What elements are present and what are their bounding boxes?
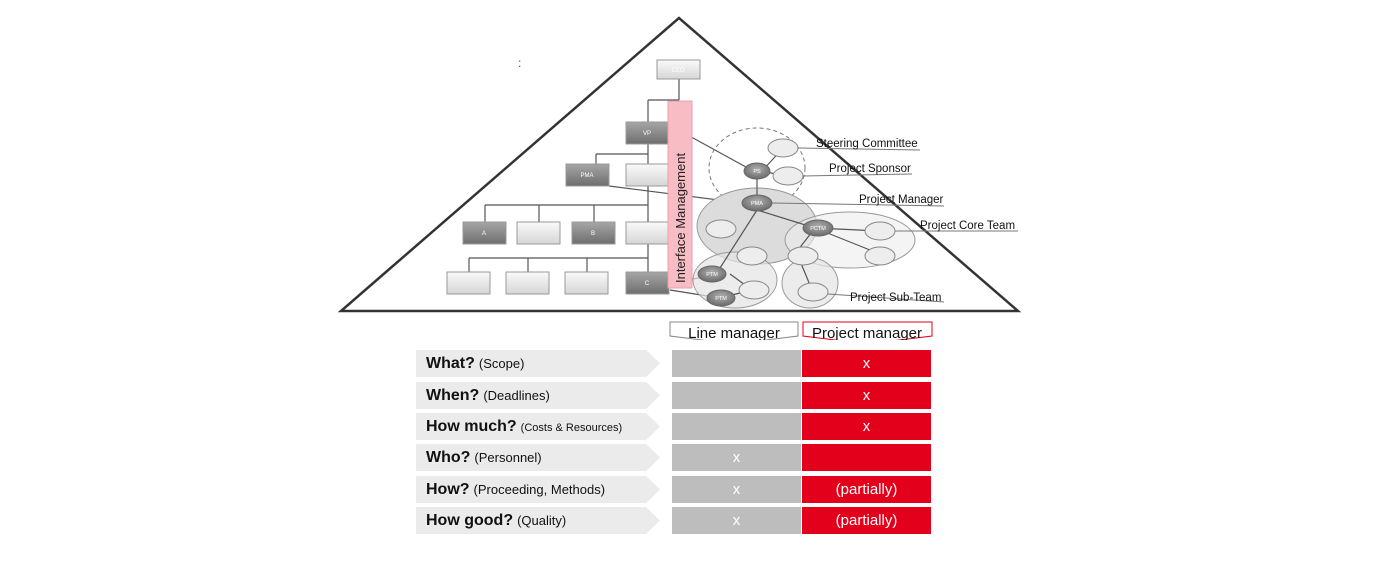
steering-member-2: [772, 166, 804, 186]
project-core-team-label: Project Core Team: [920, 220, 1015, 232]
line-manager-cell: x: [672, 476, 801, 503]
unit-box-1: [446, 271, 491, 295]
a-label: A: [482, 231, 486, 237]
question-label: What?(Scope): [416, 350, 660, 377]
pma-line-box: [565, 163, 610, 187]
staff-box: [625, 163, 670, 187]
interface-management-label: Interface Management: [673, 153, 688, 283]
question-detail: (Costs & Resources): [520, 422, 623, 434]
line-manager-header: Line manager: [688, 325, 780, 340]
core-member-3: [787, 246, 819, 266]
line-manager-cell: [672, 413, 801, 440]
dept-box-4: [625, 221, 670, 245]
steering-committee-label: Steering Committee: [816, 138, 918, 150]
line-manager-cell: [672, 382, 801, 409]
steering-committee-circle: [708, 127, 806, 209]
question-label: How good?(Quality): [416, 507, 660, 534]
project-manager-cell: (partially): [802, 507, 931, 534]
pma-project-label: PMA: [751, 201, 763, 207]
line-manager-header-shape: [669, 321, 799, 340]
project-manager-cell: [802, 444, 931, 471]
project-manager-header-shape: [802, 321, 933, 340]
ptm-label-1: PTM: [706, 272, 718, 278]
unit-box-3: [564, 271, 609, 295]
unit-box-2: [505, 271, 550, 295]
project-manager-cell: x: [802, 413, 931, 440]
line-manager-cell: x: [672, 507, 801, 534]
project-manager-cell: (partially): [802, 476, 931, 503]
core-team-member-2: [864, 246, 896, 266]
question-detail: (Quality): [517, 513, 567, 528]
question-main: How?: [426, 481, 470, 498]
pctm-node: [802, 219, 834, 237]
project-sub-team-label: Project Sub-Team: [850, 292, 941, 304]
question-main: How much?: [426, 418, 517, 435]
ptm-label-2: PTM: [715, 296, 727, 302]
core-member-2: [736, 246, 768, 266]
ptm-node-2: [706, 289, 736, 307]
b-box: [571, 221, 616, 245]
project-manager-cell: x: [802, 382, 931, 409]
question-detail: (Deadlines): [483, 388, 550, 403]
project-manager-cell: x: [802, 350, 931, 377]
b-label: B: [591, 231, 595, 237]
project-manager-label: Project Manager: [859, 194, 944, 206]
sub-team-member-1: [738, 280, 770, 300]
question-label: Who?(Personnel): [416, 444, 660, 471]
question-main: What?: [426, 355, 475, 372]
dept-box-2: [516, 221, 561, 245]
question-main: When?: [426, 387, 480, 404]
line-manager-cell: x: [672, 444, 801, 471]
sub-team-member-2: [797, 282, 829, 302]
question-detail: (Scope): [478, 356, 525, 371]
ceo-box: [656, 59, 701, 80]
vp-label: VP: [643, 131, 651, 137]
pma-line-label: PMA: [580, 173, 593, 179]
project-sponsor-label: Project Sponsor: [829, 163, 911, 175]
question-detail: (Personnel): [474, 450, 542, 465]
ptm-node-1: [697, 265, 727, 283]
pctm-label: PCTM: [810, 226, 826, 232]
line-manager-cell: [672, 350, 801, 377]
ps-node: [743, 162, 771, 180]
project-manager-header: Project manager: [812, 325, 922, 340]
organization-pyramid-diagram: :: [337, 16, 1022, 340]
interface-management-bar: [667, 100, 693, 289]
ceo-label: CEO: [671, 68, 684, 74]
steering-member-1: [767, 138, 799, 158]
question-label: How?(Proceeding, Methods): [416, 476, 660, 503]
core-team-member-1: [864, 221, 896, 241]
stray-mark: :: [518, 56, 521, 70]
question-main: How good?: [426, 512, 514, 529]
c-label: C: [645, 281, 650, 287]
question-main: Who?: [426, 449, 471, 466]
ps-label: PS: [753, 169, 761, 175]
question-label: When?(Deadlines): [416, 382, 660, 409]
project-org: PS PMA PCTM PTM PTM: [692, 127, 916, 309]
question-detail: (Proceeding, Methods): [473, 482, 606, 497]
core-member-1: [705, 219, 737, 239]
a-box: [462, 221, 507, 245]
question-label: How much?(Costs & Resources): [416, 413, 660, 440]
